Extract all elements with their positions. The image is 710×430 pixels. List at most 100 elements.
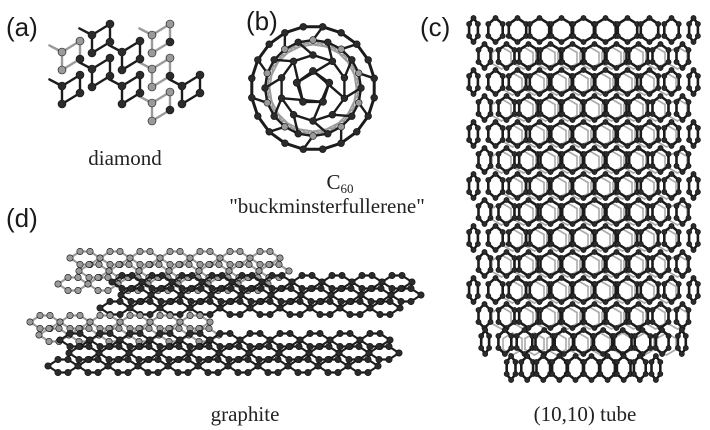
tube-atom bbox=[581, 319, 588, 325]
diamond-atom bbox=[87, 64, 97, 74]
tube-atom bbox=[495, 267, 502, 273]
tube-atom bbox=[649, 111, 656, 117]
graphite-atom bbox=[85, 324, 93, 332]
tube-atom bbox=[626, 255, 633, 261]
graphite-atom bbox=[284, 362, 292, 370]
graphite-atom bbox=[244, 355, 252, 363]
tube-atom bbox=[657, 273, 664, 279]
tube-atom bbox=[661, 125, 668, 131]
tube-atom bbox=[503, 41, 510, 47]
tube-atom bbox=[547, 301, 554, 307]
graphite-atom bbox=[275, 349, 283, 357]
caption-nanotube: (10,10) tube bbox=[533, 402, 637, 426]
tube-atom bbox=[614, 229, 621, 235]
graphite-atom bbox=[176, 310, 184, 318]
tube-atom bbox=[481, 221, 488, 227]
tube-atom bbox=[592, 293, 599, 299]
tube-atom bbox=[690, 195, 697, 201]
tube-atom bbox=[559, 203, 566, 209]
tube-atom bbox=[482, 351, 489, 357]
tube-atom bbox=[512, 359, 519, 365]
diamond-atom bbox=[57, 65, 67, 75]
tube-atom bbox=[536, 247, 543, 253]
tube-atom bbox=[686, 73, 692, 79]
tube-atom bbox=[537, 319, 544, 325]
tube-atom bbox=[613, 41, 620, 47]
tube-atom bbox=[485, 177, 492, 183]
tube-atom bbox=[602, 143, 609, 149]
graphite-atom bbox=[417, 291, 425, 299]
c60-atom bbox=[248, 93, 256, 102]
graphite-atom bbox=[56, 318, 64, 326]
graphite-atom bbox=[166, 311, 174, 319]
tube-atom bbox=[526, 229, 533, 235]
tube-atom bbox=[626, 307, 633, 313]
tube-atom bbox=[569, 65, 576, 71]
graphite-atom bbox=[176, 248, 184, 256]
tube-atom bbox=[675, 345, 681, 351]
tube-atom bbox=[492, 275, 499, 281]
graphite-atom bbox=[128, 271, 136, 279]
tube-atom bbox=[614, 137, 621, 143]
tube-atom bbox=[653, 353, 659, 359]
graphite-atom bbox=[134, 362, 142, 370]
tube-atom bbox=[559, 215, 566, 221]
tube-atom bbox=[673, 307, 680, 313]
c60-atom bbox=[337, 29, 345, 37]
tube-atom bbox=[614, 177, 621, 183]
tube-bond-back bbox=[610, 306, 622, 314]
diamond-atom bbox=[117, 65, 127, 75]
tube-atom bbox=[655, 125, 662, 131]
tube-atom bbox=[665, 203, 672, 209]
tube-atom bbox=[665, 307, 672, 313]
c60-atom bbox=[270, 56, 278, 64]
c60-atom bbox=[348, 112, 356, 120]
graphite-atom bbox=[114, 368, 122, 376]
tube-atom bbox=[581, 151, 588, 157]
graphite-atom bbox=[124, 368, 132, 376]
tube-atom bbox=[537, 215, 544, 221]
tube-atom bbox=[526, 281, 533, 287]
graphite-atom bbox=[86, 248, 94, 256]
tube-atom bbox=[635, 117, 642, 123]
tube-atom bbox=[581, 371, 587, 377]
graphite-atom bbox=[236, 248, 244, 256]
c60-atom bbox=[277, 74, 286, 82]
tube-bond-back bbox=[632, 254, 644, 262]
tube-atom bbox=[588, 353, 595, 359]
graphite-atom bbox=[84, 355, 92, 363]
tube-atom bbox=[486, 345, 492, 351]
tube-atom bbox=[570, 85, 576, 91]
tube-atom bbox=[675, 85, 682, 91]
diamond-atom bbox=[147, 64, 157, 74]
graphite-atom bbox=[337, 284, 345, 292]
graphite-atom bbox=[297, 291, 305, 299]
diamond-atom bbox=[147, 48, 157, 58]
tube-atom bbox=[614, 241, 621, 247]
graphite-atom bbox=[184, 368, 192, 376]
graphite-atom bbox=[156, 342, 164, 350]
tube-bond-back bbox=[621, 124, 633, 132]
graphite-atom bbox=[215, 349, 223, 357]
tube-atom bbox=[556, 377, 563, 383]
tube-atom bbox=[580, 39, 587, 45]
graphite-atom bbox=[84, 368, 92, 376]
tube-atom bbox=[492, 39, 499, 45]
tube-atom bbox=[536, 91, 543, 97]
tube-atom bbox=[505, 85, 512, 91]
tube-atom bbox=[685, 255, 692, 261]
graphite-atom bbox=[95, 349, 103, 357]
tube-atom bbox=[613, 197, 620, 203]
tube-atom bbox=[558, 171, 565, 177]
tube-atom bbox=[514, 223, 521, 229]
tube-atom bbox=[485, 21, 492, 27]
tube-atom bbox=[695, 33, 701, 39]
tube-atom bbox=[695, 21, 701, 27]
graphite-atom bbox=[96, 342, 104, 350]
tube-atom bbox=[686, 21, 692, 27]
tube-atom bbox=[466, 177, 472, 183]
tube-atom bbox=[635, 65, 642, 71]
tube-bond-back bbox=[522, 202, 534, 210]
c60-atom bbox=[277, 94, 286, 102]
graphite-atom bbox=[127, 297, 135, 305]
